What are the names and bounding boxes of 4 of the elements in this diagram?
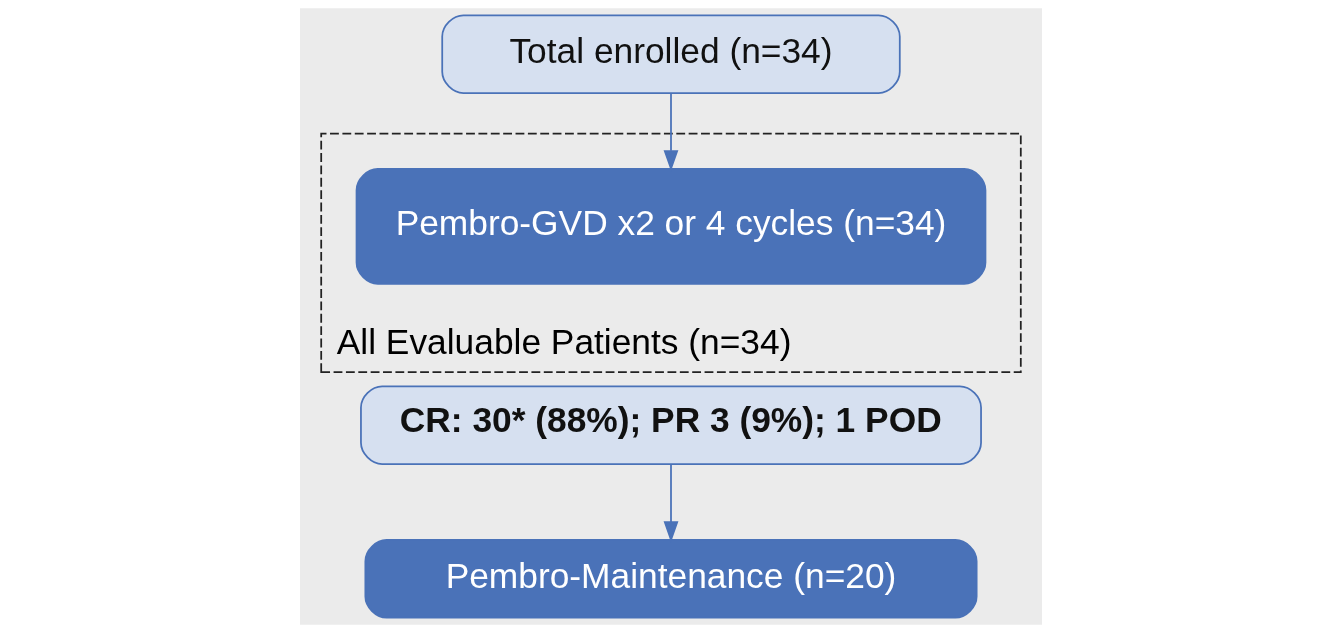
- node-box: CR: 30* (88%); PR 3 (9%); 1 POD: [359, 385, 982, 465]
- node-box: Pembro-Maintenance (n=20): [364, 539, 977, 619]
- node-box: Total enrolled (n=34): [440, 14, 901, 94]
- node-box: Pembro-GVD x2 or 4 cycles (n=34): [355, 168, 986, 285]
